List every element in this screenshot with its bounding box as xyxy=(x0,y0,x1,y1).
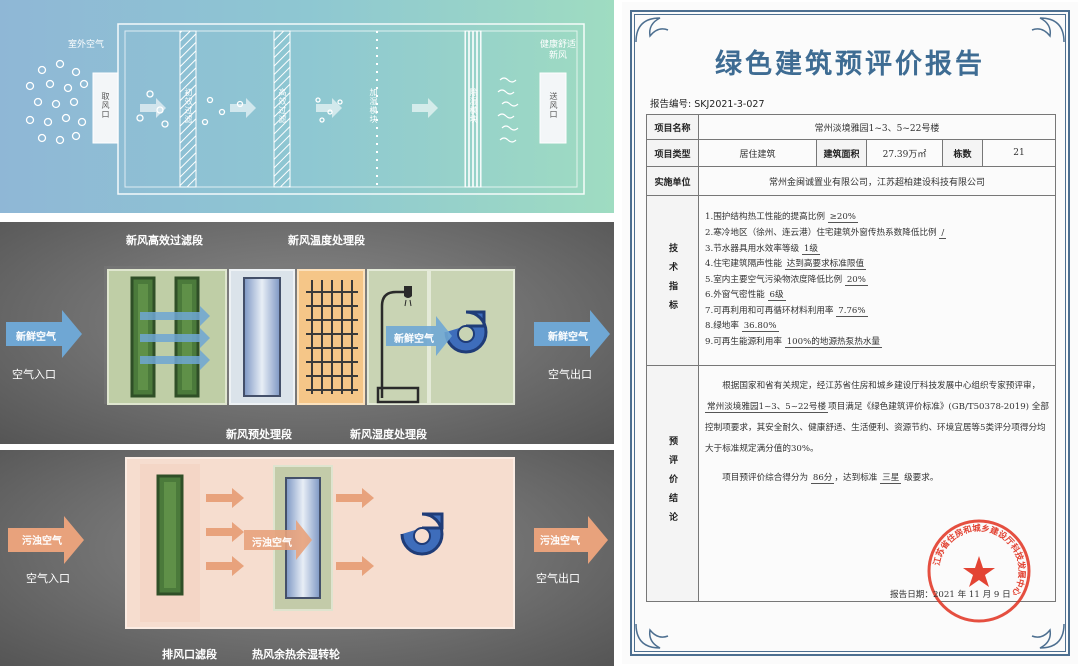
report-table: 项目名称 常州淡境雅园1~3、5~22号楼 项目类型 居住建筑 建筑面积 27.… xyxy=(646,114,1056,602)
report-number: 报告编号: SKJ2021-3-027 xyxy=(650,99,765,110)
outdoor-air-label: 室外空气 xyxy=(68,40,105,50)
temperature-stage-label: 新风温度处理段 xyxy=(288,234,365,247)
report-title: 绿色建筑预评价报告 xyxy=(715,49,985,80)
inlet-label: 空气入口 xyxy=(12,368,56,381)
project-name-label: 项目名称 xyxy=(646,114,699,140)
fresh-air-in-label: 新鲜空气 xyxy=(16,332,56,343)
green-building-report: 绿色建筑预评价报告 报告编号: SKJ2021-3-027 项目名称 常州淡境雅… xyxy=(622,2,1078,664)
inlet-label: 空气入口 xyxy=(26,572,70,585)
dirty-air-out-label: 污浊空气 xyxy=(540,536,580,547)
intake-label: 取风口 xyxy=(101,92,110,119)
unit-value: 常州金闽诚置业有限公司，江苏超柏建设科技有限公司 xyxy=(698,166,1056,196)
tech-item: 2.寒冷地区（徐州、连云港）住宅建筑外窗传热系数降低比例 / xyxy=(705,227,947,239)
fresh-air-blueprint-panel: 室外空气 健康舒适 新风 取风口 送风口 初效过滤 高效过滤 加湿模块 除湿模块 xyxy=(0,0,614,213)
outlet-label: 空气出口 xyxy=(548,368,592,381)
conclusion-label: 预评价结论 xyxy=(667,436,677,531)
fresh-air-unit-diagram xyxy=(6,266,610,405)
tech-item: 1.围护结构热工性能的提高比例 ≥20% xyxy=(705,212,858,224)
hepa-stage-label: 新风高效过滤段 xyxy=(126,234,203,247)
exhaust-unit-diagram xyxy=(8,457,608,629)
tech-item: 9.可再生能源利用率 100%的地源热泵热水量 xyxy=(705,337,883,349)
ornament-corners xyxy=(635,17,1065,649)
dirty-air-in-label: 污浊空气 xyxy=(22,536,62,547)
humidity-stage-label: 新风湿度处理段 xyxy=(350,428,427,441)
count-label: 栋数 xyxy=(942,139,983,167)
unit-label: 实施单位 xyxy=(646,166,699,196)
conclusion-body: 根据国家和省有关规定，经江苏省住房和城乡建设厅科技发展中心组织专家预评审，常州淡… xyxy=(698,365,1056,602)
hepa-filter-label: 高效过滤 xyxy=(278,88,287,124)
exhaust-air-panel: 污浊空气 空气入口 污浊空气 污浊空气 空气出口 排风口滤段 热风余热余湿转轮 xyxy=(0,450,614,666)
exhaust-filter-label: 排风口滤段 xyxy=(162,648,217,661)
tech-item: 3.节水器具用水效率等级 1级 xyxy=(705,243,820,255)
official-seal: 江苏省住房和城乡建设厅科技发展中心 xyxy=(927,519,1031,623)
project-name-value: 常州淡境雅园1~3、5~22号楼 xyxy=(698,114,1056,140)
tech-item: 5.室内主要空气污染物浓度降低比例 20% xyxy=(705,274,868,286)
fresh-air-processing-panel: 新风高效过滤段 新风温度处理段 新风预处理段 新风湿度处理段 新鲜空气 空气入口… xyxy=(0,222,614,444)
fresh-air-out-label: 新鲜空气 xyxy=(548,332,588,343)
fresh-air-label: 健康舒适 新风 xyxy=(540,40,577,61)
project-type-label: 项目类型 xyxy=(646,139,699,167)
tech-item: 8.绿地率 36.80% xyxy=(705,321,779,333)
project-type-value: 居住建筑 xyxy=(698,139,817,167)
humidify-label: 加湿模块 xyxy=(369,88,378,124)
pretreatment-stage-label: 新风预处理段 xyxy=(226,428,292,441)
tech-indicators: 1.围护结构热工性能的提高比例 ≥20% 2.寒冷地区（徐州、连云港）住宅建筑外… xyxy=(698,195,1056,366)
tech-item: 4.住宅建筑隔声性能 达到高要求标准限值 xyxy=(705,259,867,271)
supply-label: 送风口 xyxy=(549,92,558,119)
tech-label: 技术指标 xyxy=(667,242,677,319)
fresh-air-mid-label: 新鲜空气 xyxy=(394,334,434,345)
dehumidify-label: 除湿模块 xyxy=(469,88,478,124)
outlet-label: 空气出口 xyxy=(536,572,580,585)
area-label: 建筑面积 xyxy=(816,139,867,167)
tech-item: 6.外窗气密性能 6级 xyxy=(705,290,786,302)
heat-wheel-label: 热风余热余湿转轮 xyxy=(252,648,340,661)
dirty-air-mid-label: 污浊空气 xyxy=(252,538,292,549)
blueprint-diagram xyxy=(25,23,585,195)
tech-item: 7.可再利用和可再循环材料利用率 7.76% xyxy=(705,305,868,317)
count-value: 21 xyxy=(982,139,1056,167)
coarse-filter-label: 初效过滤 xyxy=(184,88,193,124)
report-date: 报告日期：2021 年 11 月 9 日 xyxy=(890,590,1011,600)
area-value: 27.39万㎡ xyxy=(866,139,943,167)
